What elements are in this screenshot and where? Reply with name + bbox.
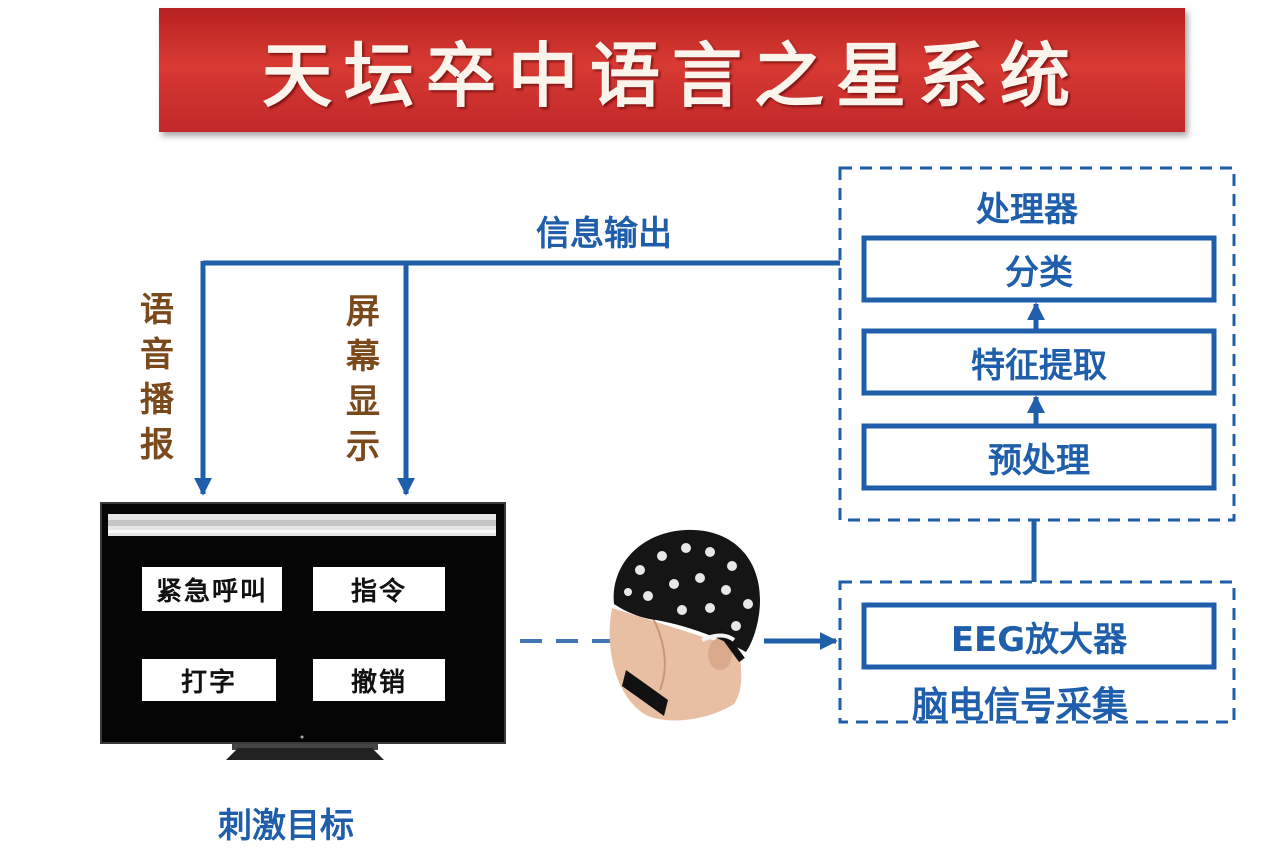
processor-container	[838, 166, 1236, 522]
amplifier-box	[861, 602, 1217, 670]
screen-button-undo[interactable]: 撤销	[313, 659, 445, 701]
eeg-acquisition-label: 脑电信号采集	[912, 685, 1129, 726]
monitor	[100, 502, 506, 760]
preprocess-box	[861, 423, 1217, 491]
preprocess-label: 预处理	[988, 440, 1090, 481]
eeg-amplifier-label: EEG放大器	[950, 619, 1128, 660]
classify-label: 分类	[1005, 252, 1073, 293]
feature-box	[861, 328, 1217, 396]
processor-label: 处理器	[976, 190, 1078, 230]
screen-button-typing[interactable]: 打字	[142, 659, 276, 701]
feature-extraction-label: 特征提取	[971, 345, 1107, 386]
screen-button-command[interactable]: 指令	[313, 567, 445, 611]
voice-broadcast-label: 语音播报	[140, 290, 174, 465]
classify-box	[861, 235, 1217, 303]
eeg-container	[838, 580, 1236, 724]
screen-display-label: 屏幕显示	[346, 292, 380, 467]
screen-button-emergency[interactable]: 紧急呼叫	[142, 567, 282, 611]
page-title: 天坛卒中语言之星系统	[262, 33, 1082, 117]
title-banner: 天坛卒中语言之星系统	[159, 8, 1185, 132]
eeg-head-illustration	[609, 529, 760, 721]
info-output-label: 信息输出	[536, 214, 672, 254]
stimulus-target-label: 刺激目标	[218, 806, 354, 846]
